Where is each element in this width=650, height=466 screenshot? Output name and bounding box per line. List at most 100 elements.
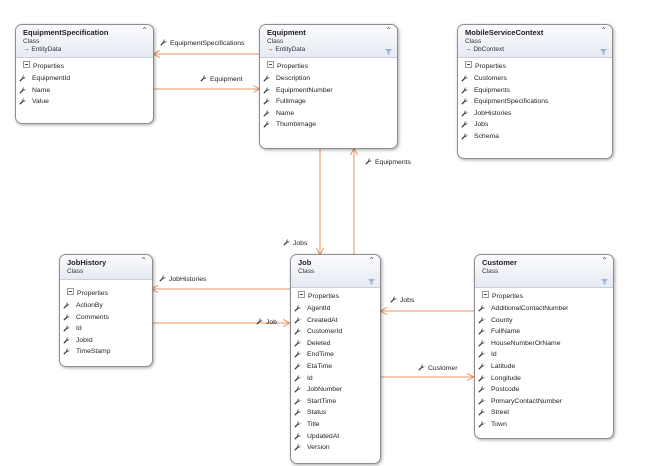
collapse-chevron-icon[interactable]: ⌃ bbox=[140, 256, 147, 265]
property-name: Title bbox=[307, 420, 320, 428]
filter-icon[interactable] bbox=[385, 49, 392, 55]
property-item[interactable]: Longitude bbox=[475, 373, 613, 385]
property-item[interactable]: Postcode bbox=[475, 384, 613, 396]
class-header[interactable]: EquipmentSpecification Class → EntityDat… bbox=[16, 25, 153, 58]
property-item[interactable]: Customers bbox=[458, 73, 612, 85]
property-item[interactable]: Comments bbox=[60, 312, 152, 324]
class-header[interactable]: JobHistory Class ⌃ bbox=[60, 255, 152, 280]
property-item[interactable]: Title bbox=[291, 419, 380, 431]
property-item[interactable]: ActionBy bbox=[60, 300, 152, 312]
label-text: Equipments bbox=[375, 159, 411, 166]
collapse-section-icon[interactable] bbox=[267, 61, 274, 68]
wrench-icon bbox=[478, 375, 485, 381]
property-item[interactable]: EtaTime bbox=[291, 361, 380, 373]
collapse-section-icon[interactable] bbox=[482, 291, 489, 298]
class-equipment[interactable]: Equipment Class → EntityData ⌃ Propertie… bbox=[259, 24, 398, 149]
property-item[interactable]: EquipmentSpecifications bbox=[458, 96, 612, 108]
label-equipment-specifications: EquipmentSpecifications bbox=[160, 39, 244, 48]
collapse-section-icon[interactable] bbox=[465, 61, 472, 68]
collapse-chevron-icon[interactable]: ⌃ bbox=[385, 26, 392, 35]
class-header[interactable]: MobileServiceContext Class → DbContext ⌃ bbox=[458, 25, 612, 58]
properties-section[interactable]: Properties bbox=[60, 280, 152, 300]
collapse-section-icon[interactable] bbox=[67, 288, 74, 295]
filter-icon[interactable] bbox=[601, 279, 608, 285]
properties-section[interactable]: Properties bbox=[475, 288, 613, 303]
wrench-icon bbox=[19, 98, 26, 105]
property-item[interactable]: Schema bbox=[458, 131, 612, 143]
properties-section[interactable]: Properties bbox=[458, 58, 612, 73]
property-item[interactable]: Name bbox=[16, 85, 153, 97]
property-item[interactable]: Street bbox=[475, 407, 613, 419]
property-item[interactable]: Latitude bbox=[475, 361, 613, 373]
property-item[interactable]: AdditionalContactNumber bbox=[475, 303, 613, 315]
wrench-icon bbox=[160, 39, 167, 46]
property-item[interactable]: Description bbox=[260, 73, 397, 85]
property-item[interactable]: Jobs bbox=[458, 119, 612, 131]
property-item[interactable]: PrimaryContactNumber bbox=[475, 396, 613, 408]
property-item[interactable]: EquipmentId bbox=[16, 73, 153, 85]
property-item[interactable]: Equipments bbox=[458, 85, 612, 97]
wrench-icon bbox=[461, 98, 468, 105]
property-item[interactable]: Id bbox=[291, 373, 380, 385]
wrench-icon bbox=[461, 87, 468, 94]
property-item[interactable]: CustomerId bbox=[291, 326, 380, 338]
class-header[interactable]: Job Class ⌃ bbox=[291, 255, 380, 288]
property-item[interactable]: AgentId bbox=[291, 303, 380, 315]
property-item[interactable]: CreatedAt bbox=[291, 315, 380, 327]
class-customer[interactable]: Customer Class ⌃ Properties AdditionalCo… bbox=[474, 254, 614, 439]
collapse-section-icon[interactable] bbox=[298, 291, 305, 298]
property-item[interactable]: Status bbox=[291, 407, 380, 419]
class-equipment-specification[interactable]: EquipmentSpecification Class → EntityDat… bbox=[15, 24, 154, 124]
property-item[interactable]: Deleted bbox=[291, 338, 380, 350]
properties-section[interactable]: Properties bbox=[260, 58, 397, 73]
property-item[interactable]: StartTime bbox=[291, 396, 380, 408]
property-item[interactable]: County bbox=[475, 315, 613, 327]
filter-icon[interactable] bbox=[600, 49, 607, 55]
property-item[interactable]: Id bbox=[475, 349, 613, 361]
collapse-chevron-icon[interactable]: ⌃ bbox=[601, 256, 608, 265]
property-item[interactable]: JobHistories bbox=[458, 108, 612, 120]
base-class-name: EntityData bbox=[275, 46, 306, 53]
property-item[interactable]: Town bbox=[475, 419, 613, 431]
class-kind: Class bbox=[298, 268, 315, 275]
property-item[interactable]: FullImage bbox=[260, 96, 397, 108]
property-item[interactable]: FullName bbox=[475, 326, 613, 338]
properties-section[interactable]: Properties bbox=[291, 288, 380, 303]
property-name: Comments bbox=[76, 313, 109, 321]
property-item[interactable]: Name bbox=[260, 108, 397, 120]
collapse-chevron-icon[interactable]: ⌃ bbox=[368, 256, 375, 265]
property-name: Id bbox=[491, 351, 497, 359]
property-item[interactable]: Value bbox=[16, 96, 153, 108]
filter-icon[interactable] bbox=[368, 279, 375, 285]
collapse-section-icon[interactable] bbox=[23, 61, 30, 68]
wrench-icon bbox=[294, 351, 301, 358]
collapse-chevron-icon[interactable]: ⌃ bbox=[600, 26, 607, 35]
property-item[interactable]: EndTime bbox=[291, 349, 380, 361]
property-item[interactable]: JobId bbox=[60, 335, 152, 347]
property-name: EquipmentNumber bbox=[276, 86, 333, 94]
wrench-icon bbox=[478, 328, 485, 335]
property-name: Town bbox=[491, 420, 507, 428]
class-kind: Class bbox=[482, 268, 499, 275]
wrench-icon bbox=[263, 110, 270, 117]
wrench-icon bbox=[294, 305, 301, 312]
property-item[interactable]: Id bbox=[60, 323, 152, 335]
property-item[interactable]: EquipmentNumber bbox=[260, 85, 397, 97]
base-class: → DbContext bbox=[465, 46, 505, 53]
property-item[interactable]: JobNumber bbox=[291, 384, 380, 396]
property-item[interactable]: TimeStamp bbox=[60, 346, 152, 358]
class-mobile-service-context[interactable]: MobileServiceContext Class → DbContext ⌃… bbox=[457, 24, 613, 159]
collapse-chevron-icon[interactable]: ⌃ bbox=[141, 26, 148, 35]
base-class: → EntityData bbox=[23, 46, 62, 53]
property-name: EquipmentId bbox=[32, 75, 71, 82]
property-item[interactable]: HouseNumberOrName bbox=[475, 338, 613, 350]
label-text: JobHistories bbox=[169, 276, 207, 283]
class-header[interactable]: Customer Class ⌃ bbox=[475, 255, 613, 288]
class-header[interactable]: Equipment Class → EntityData ⌃ bbox=[260, 25, 397, 58]
property-item[interactable]: Version bbox=[291, 442, 380, 454]
property-item[interactable]: UpdatedAt bbox=[291, 431, 380, 443]
property-item[interactable]: ThumbImage bbox=[260, 119, 397, 131]
properties-section[interactable]: Properties bbox=[16, 58, 153, 73]
